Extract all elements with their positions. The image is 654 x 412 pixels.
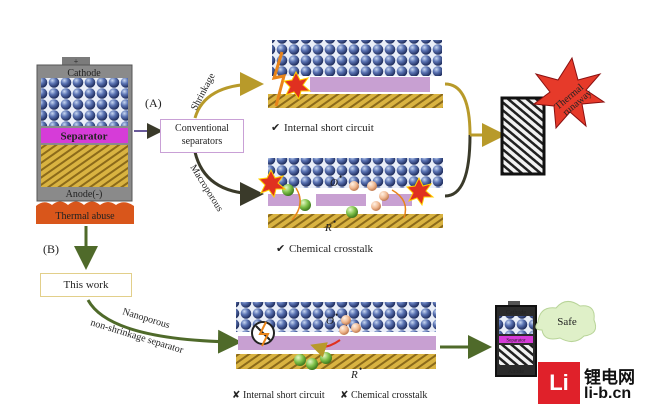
r-radical-label: R bbox=[324, 222, 332, 234]
separator-segment-1 bbox=[268, 194, 300, 206]
r-radical-dot: • bbox=[359, 364, 362, 374]
spark-icon bbox=[257, 168, 287, 199]
shrunk-separator bbox=[310, 77, 430, 92]
dendrite-blocked-icon bbox=[258, 321, 270, 347]
anode-label: Anode(-) bbox=[66, 189, 103, 200]
oxygen-particle bbox=[367, 181, 377, 191]
oxygen-particle bbox=[379, 191, 389, 201]
mini-separator-label: Separator bbox=[506, 339, 525, 344]
failed-cell-icon bbox=[500, 96, 546, 176]
oxygen-particle bbox=[341, 315, 351, 325]
radical-particle bbox=[294, 354, 306, 366]
mini-anode-label: Anode bbox=[508, 369, 524, 375]
branch-a-label: (A) bbox=[145, 96, 162, 110]
watermark-url: li-b.cn bbox=[584, 385, 632, 402]
conventional-line-1: Conventional bbox=[175, 123, 229, 134]
safe-battery-terminal bbox=[508, 301, 520, 306]
watermark-logo-text: Li bbox=[549, 370, 569, 395]
o-radical-dot: • bbox=[339, 172, 342, 182]
macroporous-label: Macroporous bbox=[187, 163, 225, 214]
oxygen-particle bbox=[371, 201, 381, 211]
oxygen-particle bbox=[351, 323, 361, 333]
safe-separator bbox=[499, 336, 533, 343]
watermark-logo: Li bbox=[538, 362, 580, 404]
oxygen-particle bbox=[349, 181, 359, 191]
runaway-battery: Thermal runaway bbox=[500, 56, 606, 176]
this-work-schematic bbox=[236, 302, 436, 370]
battery-cell: + Cathode Separator Anode(-) Thermal abu… bbox=[36, 57, 134, 224]
caption-no-short-circuit: Internal short circuit bbox=[243, 390, 325, 401]
cross-icon: ✘ bbox=[340, 390, 348, 401]
radical-particle bbox=[299, 199, 311, 211]
shrinkage-schematic bbox=[268, 40, 443, 108]
conventional-separators-box: Conventional separators bbox=[160, 119, 244, 153]
radical-particle bbox=[320, 352, 332, 364]
migration-arrow bbox=[391, 189, 407, 219]
cathode-label: Cathode bbox=[67, 68, 101, 79]
caption-crosstalk: Chemical crosstalk bbox=[289, 243, 374, 255]
safe-anode bbox=[499, 345, 533, 365]
radical-particle bbox=[282, 184, 294, 196]
shrinkage-label: Shrinkage bbox=[189, 71, 218, 112]
r-radical-dot: • bbox=[333, 217, 336, 227]
safe-cathode bbox=[499, 316, 533, 334]
conventional-line-2: separators bbox=[181, 136, 223, 147]
thermal-abuse-flame bbox=[36, 201, 134, 224]
this-work-label: This work bbox=[63, 279, 109, 291]
radical-particle bbox=[346, 206, 358, 218]
o-radical-dot: • bbox=[335, 310, 338, 320]
this-work-box: This work bbox=[40, 273, 132, 297]
blocked-migration-arrow bbox=[310, 339, 341, 358]
spark-icon bbox=[405, 176, 435, 207]
o-radical-label: O bbox=[326, 315, 334, 327]
safe-cloud-icon bbox=[535, 301, 597, 342]
caption-short-circuit: Internal short circuit bbox=[284, 122, 374, 134]
cathode-layer bbox=[41, 78, 128, 126]
check-icon: ✔ bbox=[271, 122, 280, 134]
arrow-merge-bottom bbox=[444, 134, 472, 198]
thermal-abuse-label: Thermal abuse bbox=[55, 211, 115, 222]
arrow-merge-top bbox=[444, 82, 472, 136]
cross-icon: ✘ bbox=[232, 390, 240, 401]
separator-layer bbox=[41, 128, 128, 143]
anode-top bbox=[268, 94, 443, 108]
radical-particle bbox=[306, 358, 318, 370]
arrow-macroporous bbox=[193, 151, 264, 206]
spark-icon bbox=[282, 70, 312, 101]
battery-terminal-label: + bbox=[74, 57, 79, 66]
safe-battery: Cathode Separator Anode Safe bbox=[495, 301, 597, 377]
caption-no-crosstalk: Chemical crosstalk bbox=[351, 390, 427, 401]
check-icon: ✔ bbox=[276, 243, 285, 255]
r-radical-label: R bbox=[350, 369, 358, 381]
watermark-cn: 锂电网 bbox=[584, 368, 635, 387]
arrow-nanoporous bbox=[86, 299, 242, 354]
arrow-shrinkage bbox=[193, 72, 264, 119]
separator-segment-2 bbox=[316, 194, 366, 206]
explosion-icon bbox=[532, 56, 606, 130]
battery-terminal bbox=[62, 57, 90, 65]
anode-mid bbox=[268, 214, 443, 228]
oxygen-particle bbox=[339, 325, 349, 335]
cathode-particles-top bbox=[272, 40, 442, 76]
mini-cathode-label: Cathode bbox=[506, 310, 526, 316]
safe-label: Safe bbox=[557, 316, 577, 328]
lithium-dendrite-icon bbox=[271, 51, 287, 107]
o-radical-label: O bbox=[330, 177, 338, 189]
anode-bottom bbox=[236, 354, 436, 369]
branch-b-label: (B) bbox=[43, 242, 59, 256]
macroporous-schematic bbox=[257, 158, 443, 228]
anode-layer bbox=[41, 145, 128, 187]
separator-label: Separator bbox=[60, 131, 107, 143]
migration-arrow bbox=[291, 187, 301, 221]
